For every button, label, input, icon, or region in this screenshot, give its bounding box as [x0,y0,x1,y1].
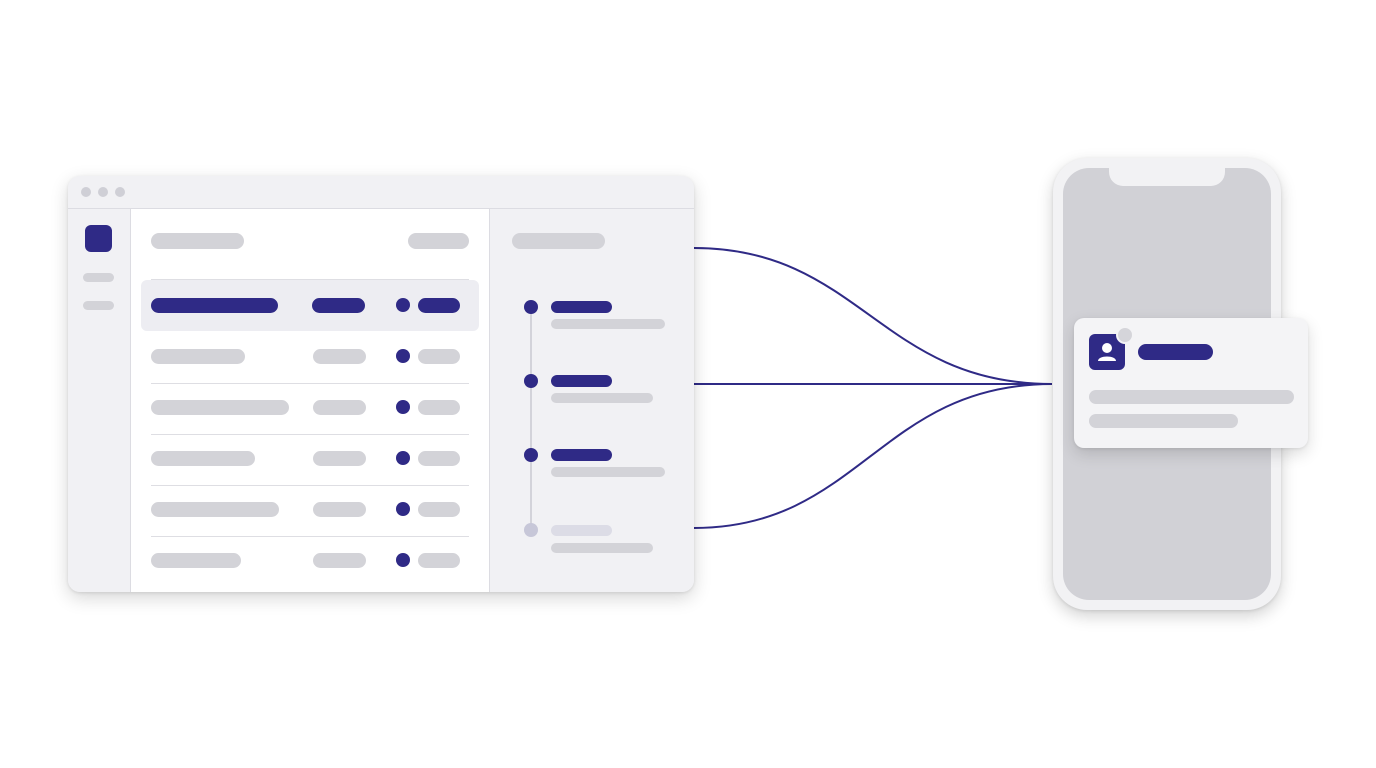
sidebar-item-placeholder[interactable] [83,301,114,310]
timeline-dot-icon [524,523,538,537]
sidebar [68,209,131,592]
status-dot-icon [396,502,410,516]
table-row[interactable] [151,434,469,485]
status-dot-icon [396,349,410,363]
divider [151,434,469,435]
status-dot-icon [396,298,410,312]
window-close-control[interactable] [81,187,91,197]
status-dot-icon [396,400,410,414]
desktop-app-window [68,176,694,592]
table-row[interactable] [151,485,469,536]
row-status-placeholder [418,298,460,313]
row-status-placeholder [418,400,460,415]
connection-line-bottom [693,383,1053,529]
timeline-track [530,307,532,531]
row-meta-placeholder [313,451,366,466]
timeline-panel [489,209,694,592]
notification-body-placeholder [1089,390,1294,404]
row-meta-placeholder [312,298,365,313]
divider [151,485,469,486]
timeline-step-detail-placeholder [551,543,653,553]
timeline-dot-icon [524,374,538,388]
row-title-placeholder [151,451,255,466]
divider [151,536,469,537]
row-title-placeholder [151,298,278,313]
divider [151,279,469,280]
window-titlebar [68,176,694,209]
row-status-placeholder [418,349,460,364]
timeline-step-title-placeholder [551,449,612,461]
row-title-placeholder [151,400,289,415]
notification-card[interactable] [1074,318,1308,448]
table-row[interactable] [151,536,469,587]
divider [151,383,469,384]
row-title-placeholder [151,502,279,517]
table-row-selected[interactable] [141,280,479,331]
timeline-step-title-placeholder [551,301,612,313]
row-meta-placeholder [313,349,366,364]
unread-badge-icon [1116,326,1134,344]
row-status-placeholder [418,553,460,568]
timeline-dot-icon [524,300,538,314]
timeline-step-detail-placeholder [551,467,665,477]
status-dot-icon [396,451,410,465]
timeline-dot-icon [524,448,538,462]
connection-line-top [693,247,1053,385]
sidebar-item-placeholder[interactable] [83,273,114,282]
app-icon[interactable] [85,225,112,252]
row-title-placeholder [151,349,245,364]
timeline-step-title-placeholder [551,375,612,387]
timeline-header-placeholder [512,233,605,249]
table-row[interactable] [151,332,469,383]
row-meta-placeholder [313,553,366,568]
table-row[interactable] [151,383,469,434]
notification-title-placeholder [1138,344,1213,360]
timeline-step-title-placeholder [551,525,612,536]
row-title-placeholder [151,553,241,568]
status-dot-icon [396,553,410,567]
notification-body-placeholder [1089,414,1238,428]
row-meta-placeholder [313,502,366,517]
window-maximize-control[interactable] [115,187,125,197]
phone-notch [1109,158,1225,186]
row-meta-placeholder [313,400,366,415]
list-panel [131,209,489,592]
row-status-placeholder [418,502,460,517]
list-header-title-placeholder [151,233,244,249]
list-header-action-placeholder[interactable] [408,233,469,249]
window-minimize-control[interactable] [98,187,108,197]
timeline-step-detail-placeholder [551,319,665,329]
row-status-placeholder [418,451,460,466]
timeline-step-detail-placeholder [551,393,653,403]
